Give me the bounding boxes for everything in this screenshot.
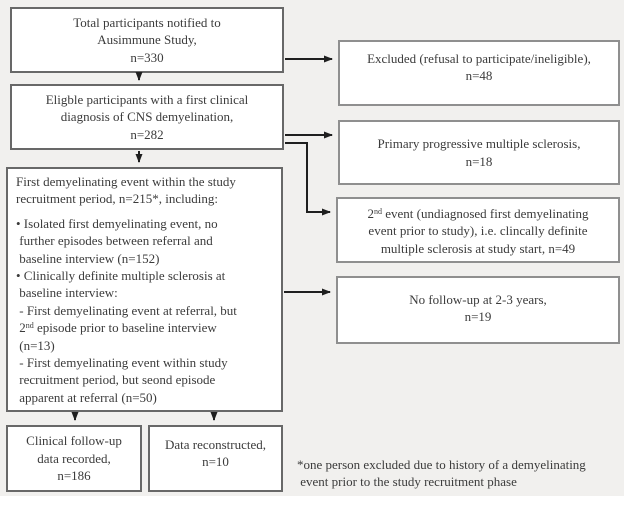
box-primary-progressive-ms: Primary progressive multiple sclerosis, … xyxy=(338,120,620,185)
box-ppms-text: Primary progressive multiple sclerosis, … xyxy=(377,136,581,169)
box-total-participants: Total participants notified to Ausimmune… xyxy=(10,7,284,73)
footnote: *one person excluded due to history of a… xyxy=(297,457,586,489)
box-excluded-text: Excluded (refusal to participate/ineligi… xyxy=(367,51,591,84)
superscript-nd: nd xyxy=(25,321,34,331)
box-data-reconstructed-text: Data reconstructed, n=10 xyxy=(164,437,267,470)
box-total-text: Total participants notified to Ausimmune… xyxy=(73,14,221,65)
box-clinical-followup-text: Clinical follow-up data recorded, n=186 xyxy=(26,433,122,484)
box-excluded: Excluded (refusal to participate/ineligi… xyxy=(338,40,620,106)
box-eligible-participants: Eligble participants with a first clinic… xyxy=(10,84,284,150)
box-eligible-text: Eligble participants with a first clinic… xyxy=(45,91,249,142)
superscript-nd: nd xyxy=(373,207,382,216)
box-clinical-followup: Clinical follow-up data recorded, n=186 xyxy=(6,425,142,492)
box-first-demyelinating-event: First demyelinating event within the stu… xyxy=(6,167,283,412)
box-second-event-text: 2nd event (undiagnosed first demyelinati… xyxy=(367,206,589,256)
box-no-followup: No follow-up at 2-3 years, n=19 xyxy=(336,276,620,344)
box-no-followup-text: No follow-up at 2-3 years, n=19 xyxy=(409,292,547,325)
box-first-event-header: First demyelinating event within the stu… xyxy=(16,174,236,207)
box-data-reconstructed: Data reconstructed, n=10 xyxy=(148,425,283,492)
box-first-event-body: • Isolated first demyelinating event, no… xyxy=(16,215,237,405)
box-second-event: 2nd event (undiagnosed first demyelinati… xyxy=(336,197,620,263)
